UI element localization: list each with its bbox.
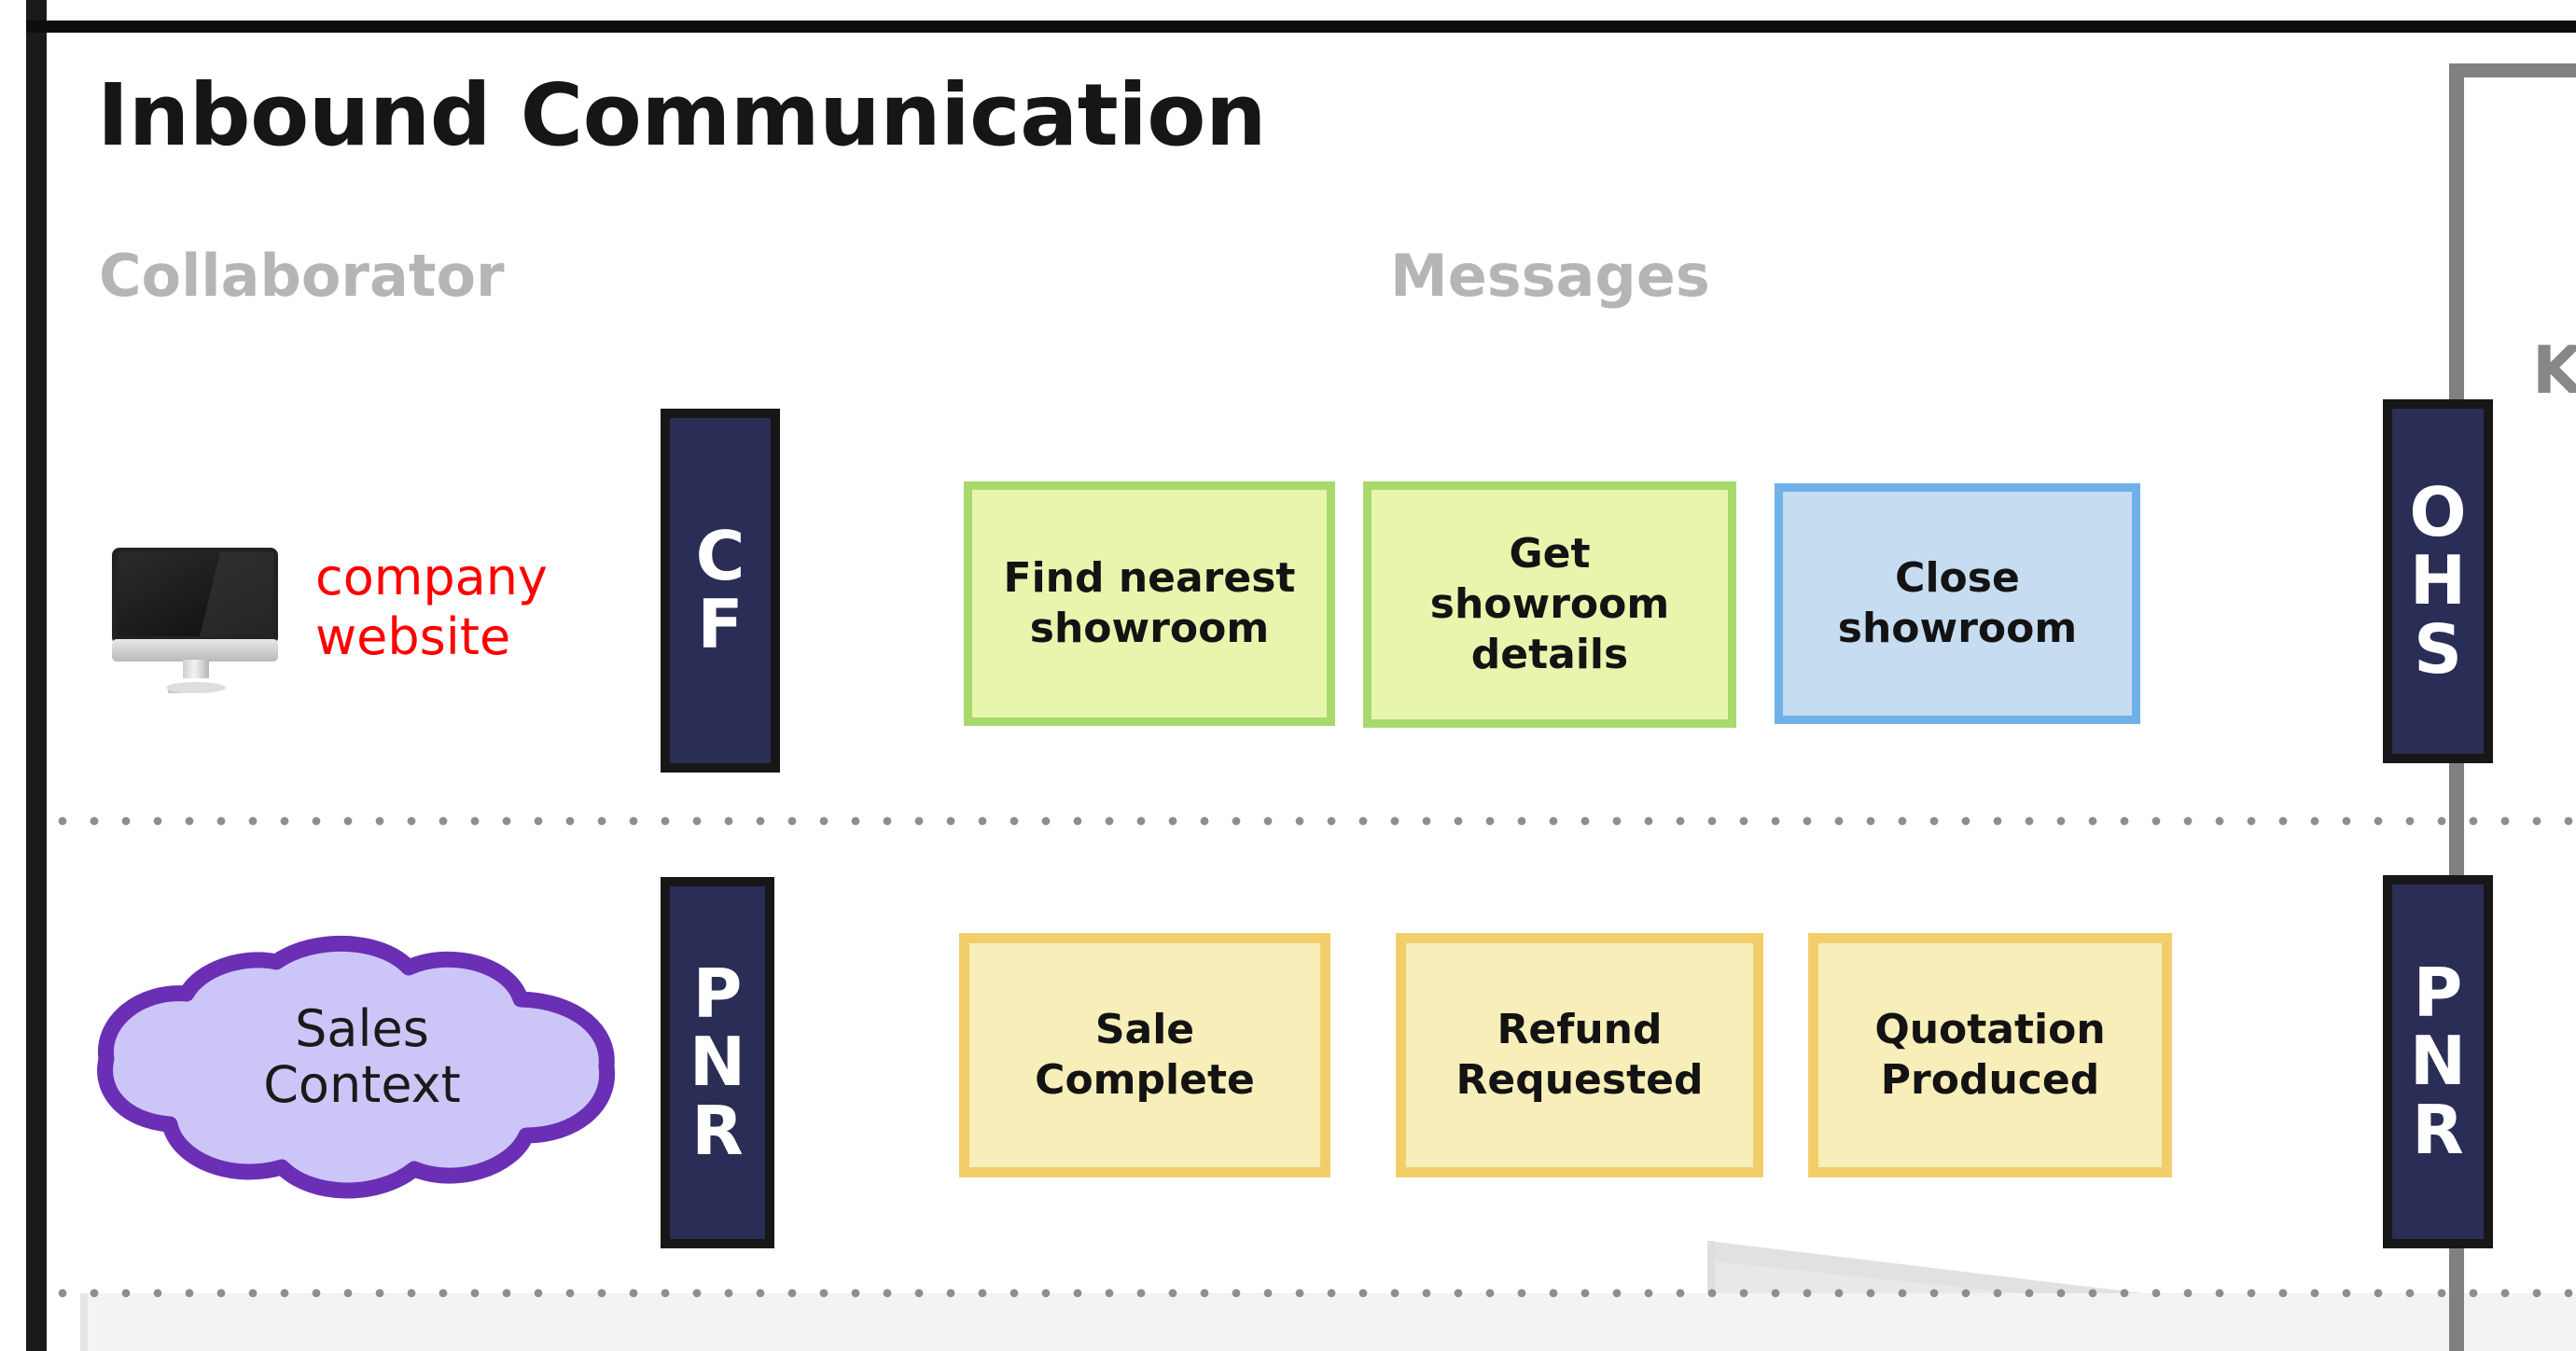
message-line: showroom: [1837, 605, 2078, 652]
process-chip-pnr-right[interactable]: P N R: [2383, 875, 2493, 1248]
chip-letter: R: [691, 1091, 744, 1170]
lane-divider-bottom: [47, 1286, 2576, 1301]
chip-letter: H: [2409, 541, 2467, 620]
desktop-monitor-icon: [110, 546, 280, 693]
connector-horizontal-line: [2449, 63, 2576, 77]
message-line: Produced: [1880, 1056, 2100, 1104]
message-box-quotation-produced[interactable]: Quotation Produced: [1808, 933, 2172, 1177]
process-chip-ohs[interactable]: O H S: [2383, 399, 2493, 763]
message-line: Refund: [1497, 1006, 1663, 1054]
collaborator-label-website: company website: [315, 548, 548, 666]
cloud-icon: Sales Context: [73, 928, 651, 1208]
frame-top-rule: [26, 21, 2576, 33]
chip-letter: N: [689, 1023, 746, 1102]
message-box-sale-complete[interactable]: Sale Complete: [959, 933, 1330, 1177]
lower-lane-panel: [80, 1293, 2576, 1351]
message-line: Get: [1509, 530, 1591, 578]
column-header-messages: Messages: [1390, 242, 1710, 310]
message-line: showroom: [1029, 605, 1270, 652]
message-line: Sale: [1094, 1006, 1195, 1054]
message-line: Complete: [1035, 1056, 1255, 1104]
message-box-refund-requested[interactable]: Refund Requested: [1396, 933, 1763, 1177]
chip-letter: C: [695, 516, 745, 595]
message-line: Quotation: [1874, 1006, 2106, 1054]
message-line: showroom: [1429, 580, 1670, 629]
message-line: Close: [1895, 554, 2020, 603]
chip-letter: S: [2414, 609, 2462, 689]
chip-letter: F: [697, 585, 744, 663]
message-box-get-showroom-details[interactable]: Get showroom details: [1363, 481, 1736, 728]
chip-letter: O: [2409, 472, 2467, 551]
chip-letter: N: [2409, 1022, 2467, 1101]
lane-divider-top: [47, 814, 2576, 829]
chip-letter: P: [692, 954, 743, 1033]
process-chip-pnr-left[interactable]: P N R: [661, 877, 774, 1248]
message-box-find-nearest-showroom[interactable]: Find nearest showroom: [964, 481, 1335, 726]
page-title: Inbound Communication: [97, 65, 1266, 165]
message-line: Requested: [1455, 1056, 1704, 1104]
process-chip-cf[interactable]: C F: [661, 409, 780, 773]
frame-left-bar: [26, 0, 47, 1351]
message-box-close-showroom[interactable]: Close showroom: [1775, 483, 2140, 724]
message-line: details: [1470, 630, 1629, 678]
chip-letter: P: [2413, 953, 2463, 1032]
lower-lane-panel-edge: [80, 1293, 88, 1351]
chip-letter: R: [2412, 1090, 2464, 1169]
column-header-collaborator: Collaborator: [99, 242, 505, 310]
message-line: Find nearest: [1003, 554, 1296, 603]
connector-label-k: K: [2532, 332, 2576, 409]
